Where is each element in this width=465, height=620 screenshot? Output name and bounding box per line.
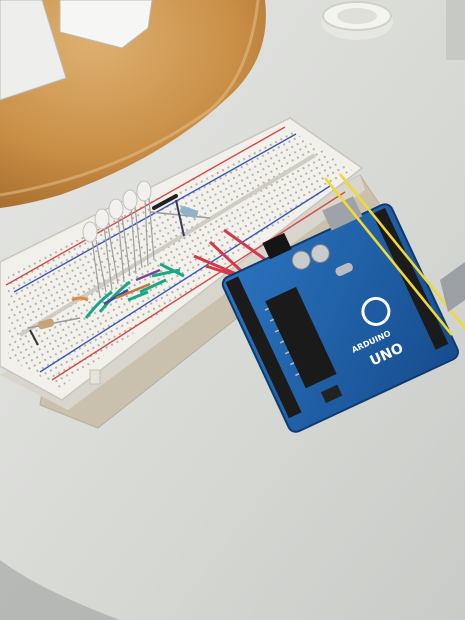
led: [136, 180, 155, 267]
capacitor: [291, 250, 311, 270]
paper-triangle: [59, 0, 153, 49]
crystal: [335, 262, 353, 276]
yellow-wires: [323, 173, 465, 336]
jumper-wires: [71, 262, 185, 319]
header-pins: [372, 207, 449, 350]
led: [122, 189, 143, 275]
led-row: [82, 180, 155, 299]
usb-cable: [440, 262, 465, 312]
arduino-logo: [361, 296, 391, 326]
resistor: [149, 199, 211, 237]
object-edge: [446, 0, 465, 60]
capacitor: [310, 244, 330, 264]
resistor: [27, 317, 81, 346]
jumper-wire-black: [152, 194, 178, 210]
led: [82, 221, 107, 299]
led: [94, 208, 119, 291]
microcontroller-chip: [265, 286, 337, 389]
header-pins: [225, 276, 302, 419]
arduino-board: ARDUINO UNO: [221, 196, 459, 433]
power-jack: [262, 232, 292, 260]
tape-roll: [321, 1, 393, 40]
led: [108, 198, 131, 283]
breadboard: [0, 117, 365, 410]
wooden-turntable: [0, 0, 266, 208]
table-shadow: [0, 560, 120, 620]
usb-connector: [322, 196, 363, 231]
paper-triangle: [0, 0, 67, 101]
icsp-header: [320, 384, 343, 404]
